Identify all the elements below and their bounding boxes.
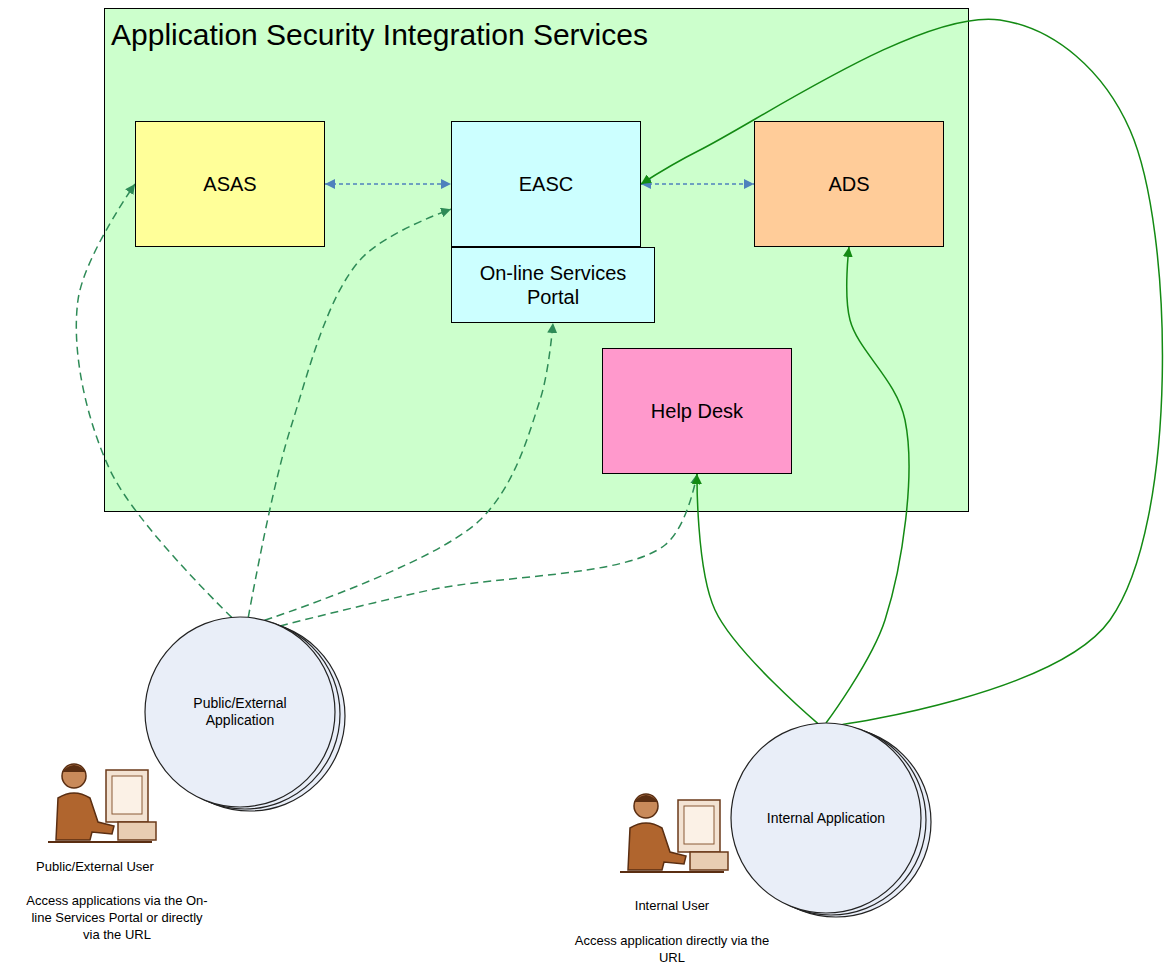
region-heading: Application Security Integration Service…	[105, 9, 968, 53]
node-label: Internal Application	[767, 810, 885, 827]
asas-box: ASAS	[135, 121, 325, 247]
node-label: ASAS	[203, 172, 256, 196]
helpdesk-box: Help Desk	[602, 348, 792, 474]
connector	[697, 474, 818, 723]
portal-box: On-line Services Portal	[451, 247, 655, 323]
node-label: Public/External Application	[180, 695, 300, 729]
public-user-icon	[48, 764, 156, 842]
user-caption: Public/External User	[0, 858, 195, 875]
application-circle: Internal Application	[731, 723, 921, 913]
service-region: ASAS EASC On-line Services Portal ADS Help D…	[104, 8, 969, 512]
connector	[248, 209, 451, 617]
circle-outline	[145, 617, 335, 807]
connector	[280, 474, 697, 626]
internal-user-icon	[620, 794, 728, 872]
connector	[641, 19, 1162, 724]
user-note: Access applications via the On-line Serv…	[22, 892, 212, 943]
node-label: EASC	[519, 172, 573, 196]
connector	[641, 183, 754, 185]
connector	[265, 323, 553, 620]
easc-box: EASC	[451, 121, 641, 247]
ads-box: ADS	[754, 121, 944, 247]
node-label: Help Desk	[651, 399, 743, 423]
node-label: On-line Services Portal	[452, 261, 654, 309]
connector	[826, 247, 909, 723]
connector	[325, 183, 451, 185]
connector	[76, 184, 231, 617]
circle-outline	[731, 723, 921, 913]
user-note: Access application directly via the URL	[562, 932, 782, 964]
application-circle: Public/External Application	[145, 617, 335, 807]
user-caption: Internal User	[572, 897, 772, 914]
node-label: ADS	[828, 172, 869, 196]
